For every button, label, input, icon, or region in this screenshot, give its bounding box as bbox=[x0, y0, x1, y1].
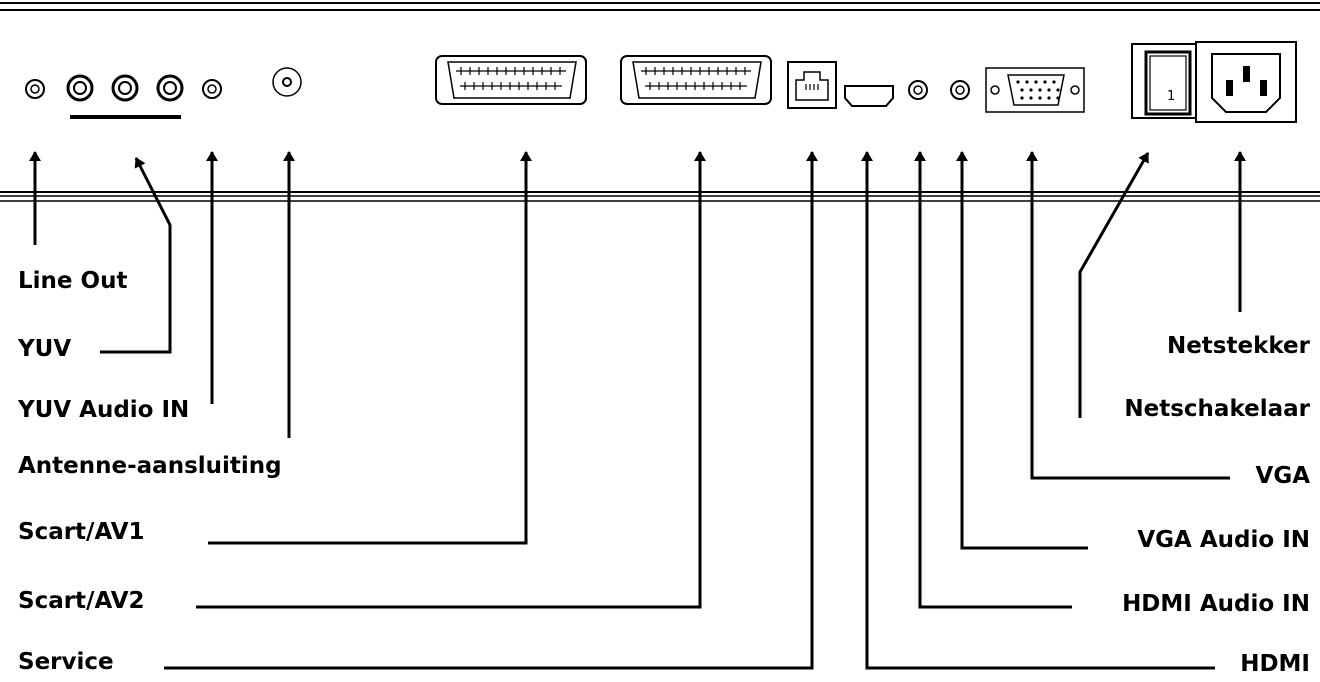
antenna-connector bbox=[272, 67, 302, 97]
label-service: Service bbox=[18, 649, 114, 675]
label-scart-av2: Scart/AV2 bbox=[18, 588, 145, 614]
label-netschakelaar: Netschakelaar bbox=[1124, 396, 1310, 422]
label-line-out: Line Out bbox=[18, 268, 128, 294]
label-vga: VGA bbox=[1255, 463, 1310, 489]
vga-audio-in-jack bbox=[950, 80, 970, 100]
hdmi-audio-in-jack bbox=[908, 80, 928, 100]
label-yuv-audio-in: YUV Audio IN bbox=[18, 397, 190, 423]
hdmi-port bbox=[844, 85, 894, 107]
vga-audio-in-leader bbox=[956, 151, 1088, 550]
hdmi-audio-in-leader bbox=[914, 151, 1072, 609]
power-switch-mark: 1 bbox=[1167, 89, 1175, 104]
scart-av2-leader bbox=[196, 151, 706, 609]
hdmi-leader bbox=[861, 151, 1215, 670]
label-scart-av1: Scart/AV1 bbox=[18, 519, 145, 545]
vga-leader bbox=[1026, 151, 1230, 480]
vga-port bbox=[985, 67, 1085, 113]
line-out-jack bbox=[25, 79, 45, 99]
yuv-leader bbox=[100, 157, 172, 354]
label-hdmi-audio-in: HDMI Audio IN bbox=[1122, 591, 1310, 617]
service-leader bbox=[164, 151, 818, 670]
scart-av1-connector bbox=[435, 55, 587, 105]
netschakelaar-leader bbox=[1078, 152, 1150, 418]
yuv-audio-in-jack bbox=[202, 79, 222, 99]
panel-bottom-edge bbox=[0, 191, 1320, 202]
label-yuv: YUV bbox=[18, 336, 72, 362]
yuv-jacks bbox=[66, 74, 184, 119]
label-hdmi: HDMI bbox=[1240, 651, 1310, 677]
label-vga-audio-in: VGA Audio IN bbox=[1137, 527, 1310, 553]
scart-av1-leader bbox=[208, 151, 532, 545]
label-netstekker: Netstekker bbox=[1166, 333, 1310, 359]
power-switch bbox=[1131, 43, 1197, 119]
power-inlet bbox=[1195, 41, 1297, 123]
service-port bbox=[787, 61, 837, 109]
label-antenne-aansluiting: Antenne-aansluiting bbox=[18, 453, 282, 479]
scart-av2-connector bbox=[620, 55, 772, 105]
panel-top-edge bbox=[0, 2, 1320, 11]
